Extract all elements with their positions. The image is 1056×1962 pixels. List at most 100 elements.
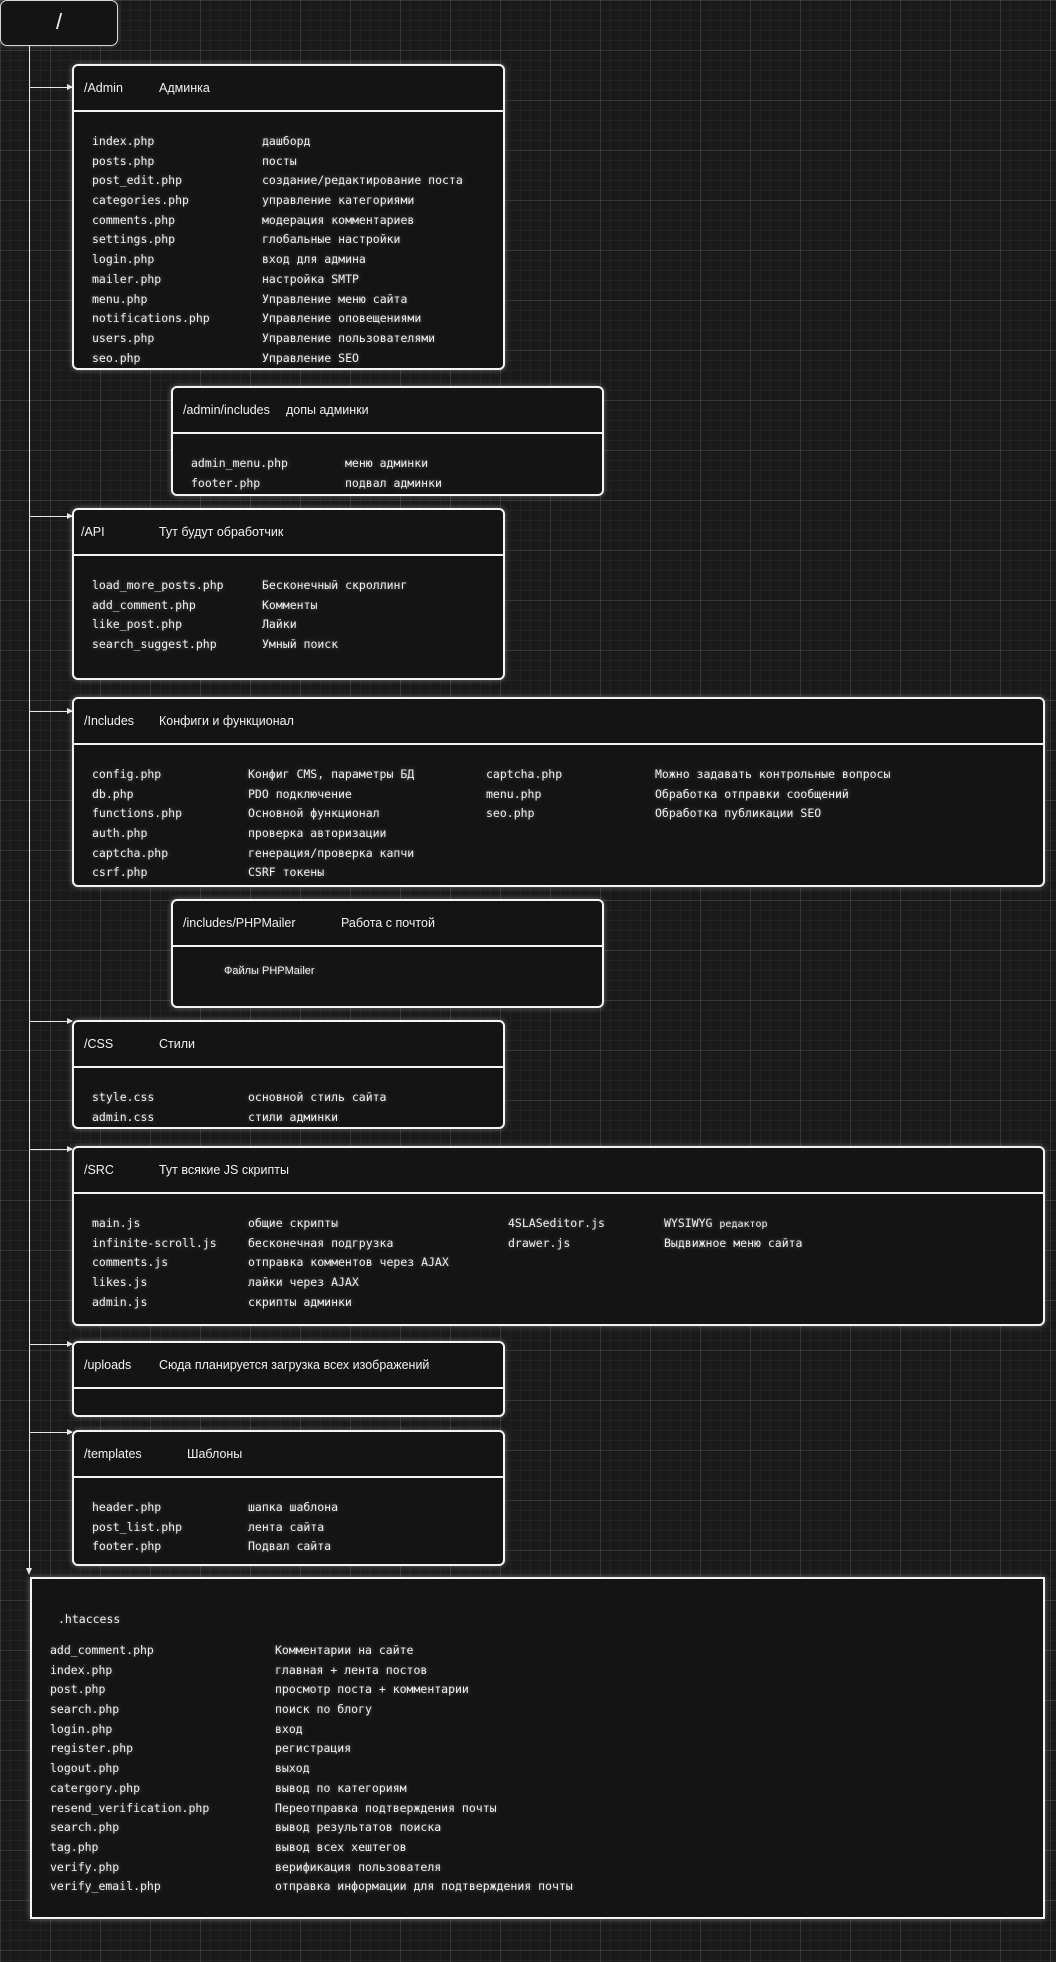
includes-file-list-2-item: seo.php xyxy=(486,806,535,821)
api-note-list-item: Лайки xyxy=(262,617,297,632)
folder-phpmailer[interactable]: /includes/PHPMailer Работа с почтой Файл… xyxy=(171,899,604,1008)
folder-admin-includes-path: /admin/includes xyxy=(183,403,270,417)
admin-note-list-item: посты xyxy=(262,153,297,168)
src-file-list-2-item: 4SLASeditor.js xyxy=(508,1216,605,1230)
api-file-list-item: load_more_posts.php xyxy=(92,578,224,592)
connector-uploads xyxy=(30,1341,73,1347)
templates-note-list-item: лента сайта xyxy=(248,1519,325,1534)
root-file-list-item: search.php xyxy=(50,1820,120,1835)
folder-css-path: /CSS xyxy=(84,1037,114,1051)
css-file-list-item: style.css xyxy=(92,1090,155,1104)
folder-api-header: /API Тут будут обработчик xyxy=(74,510,503,556)
root-note-list-item: выход xyxy=(275,1761,310,1776)
src-note-wysiwyg: WYSIWYG xyxy=(664,1216,713,1230)
folder-includes[interactable]: /Includes Конфиги и функционал config.ph… xyxy=(72,697,1045,887)
folder-admin-includes-header: /admin/includes допы админки xyxy=(173,388,602,434)
admin-note-list-item: Управление SEO xyxy=(262,350,359,365)
folder-templates[interactable]: /templates Шаблоны header.php post_list.p… xyxy=(72,1430,505,1566)
folder-includes-header: /Includes Конфиги и функционал xyxy=(74,699,1043,745)
folder-uploads[interactable]: /uploads Сюда планируется загрузка всех … xyxy=(72,1341,505,1417)
root-note-list-item: главная + лента постов xyxy=(275,1662,428,1677)
arrow-down-root-files xyxy=(26,1568,32,1575)
folder-templates-header: /templates Шаблоны xyxy=(74,1432,503,1478)
includes-file-list-item: captcha.php xyxy=(92,845,169,860)
folder-admin-includes[interactable]: /admin/includes допы админки admin_menu.… xyxy=(171,386,604,496)
src-note-list-item: отправка комментов через AJAX xyxy=(248,1255,449,1270)
src-file-list-2: 4SLASeditor.js drawer.js xyxy=(508,1214,605,1253)
admin-includes-note-list-item: подвал админки xyxy=(345,475,442,490)
folder-admin-desc: Админка xyxy=(159,81,210,95)
admin-includes-file-list-item: admin_menu.php xyxy=(191,456,288,470)
includes-file-list-item: db.php xyxy=(92,786,134,801)
root-note-list-item: просмотр поста + комментарии xyxy=(275,1682,469,1697)
connector-css xyxy=(30,1018,73,1024)
src-file-list-item: main.js xyxy=(92,1216,141,1230)
connector-includes xyxy=(30,708,73,714)
admin-includes-note-list-item: меню админки xyxy=(345,456,429,470)
folder-templates-path: /templates xyxy=(84,1447,142,1461)
admin-note-list-item: Управление оповещениями xyxy=(262,311,422,326)
root-note-list-item: регистрация xyxy=(275,1741,352,1756)
connector-src xyxy=(30,1146,73,1152)
root-file-list-item: logout.php xyxy=(50,1761,120,1776)
includes-file-list-item: config.php xyxy=(92,767,162,781)
src-note-list-item: бесконечная подгрузка xyxy=(248,1235,394,1250)
includes-note-list-2-item: Обработка публикации SEO xyxy=(655,806,822,821)
folder-src[interactable]: /SRC Тут всякие JS скрипты main.js infini… xyxy=(72,1146,1045,1326)
src-file-list-item: infinite-scroll.js xyxy=(92,1235,217,1250)
includes-file-list-item: auth.php xyxy=(92,826,148,841)
src-file-list-item: admin.js xyxy=(92,1294,148,1309)
includes-note-list-item: генерация/проверка капчи xyxy=(248,845,415,860)
src-note-editor-small: редактор xyxy=(719,1219,768,1230)
folder-api-path: /API xyxy=(81,525,105,539)
admin-file-list-item: posts.php xyxy=(92,153,155,168)
folder-src-path: /SRC xyxy=(84,1163,114,1177)
root-file-list-item: index.php xyxy=(50,1662,113,1677)
folder-templates-desc: Шаблоны xyxy=(187,1447,243,1461)
admin-note-list-item: Управление пользователями xyxy=(262,330,436,345)
includes-file-list-2-item: captcha.php xyxy=(486,767,563,781)
root-note-list-item: верификация пользователя xyxy=(275,1859,442,1874)
includes-note-list-item: PDO подключение xyxy=(248,786,352,801)
admin-file-list-item: comments.php xyxy=(92,212,176,227)
phpmailer-note: Файлы PHPMailer xyxy=(224,965,315,977)
folder-src-desc: Тут всякие JS скрипты xyxy=(159,1163,289,1177)
includes-note-list-item: Конфиг CMS, параметры БД xyxy=(248,767,415,781)
root-file-list-item: post.php xyxy=(50,1682,106,1697)
admin-note-list-item: дашборд xyxy=(262,134,311,148)
css-note-list-item: основной стиль сайта xyxy=(248,1090,387,1104)
templates-file-list-item: header.php xyxy=(92,1500,162,1514)
connector-templates xyxy=(30,1429,73,1435)
includes-note-list-2-item: Обработка отправки сообщений xyxy=(655,786,849,801)
root-file-list-item: resend_verification.php xyxy=(50,1800,210,1815)
htaccess-label: .htaccess xyxy=(58,1612,121,1626)
root-note-list-item: поиск по блогу xyxy=(275,1702,372,1717)
admin-file-list-item: seo.php xyxy=(92,350,141,365)
admin-note-list-item: Управление меню сайта xyxy=(262,291,408,306)
folder-src-header: /SRC Тут всякие JS скрипты xyxy=(74,1148,1043,1194)
root-node[interactable]: / xyxy=(0,0,118,46)
src-file-list-item: likes.js xyxy=(92,1275,148,1290)
includes-file-list-item: csrf.php xyxy=(92,865,148,880)
admin-includes-note-list: меню админки подвал админки xyxy=(345,454,442,493)
admin-note-list-item: глобальные настройки xyxy=(262,232,401,247)
connector-api xyxy=(30,513,73,519)
root-note-list-item: вывод всех хештегов xyxy=(275,1839,407,1854)
api-file-list-item: add_comment.php xyxy=(92,597,196,612)
folder-phpmailer-desc: Работа с почтой xyxy=(341,916,435,930)
includes-note-list-2-item: Можно задавать контрольные вопросы xyxy=(655,767,891,781)
folder-api[interactable]: /API Тут будут обработчик load_more_post… xyxy=(72,508,505,680)
src-file-list-2-item: drawer.js xyxy=(508,1235,571,1250)
templates-file-list-item: post_list.php xyxy=(92,1519,183,1534)
